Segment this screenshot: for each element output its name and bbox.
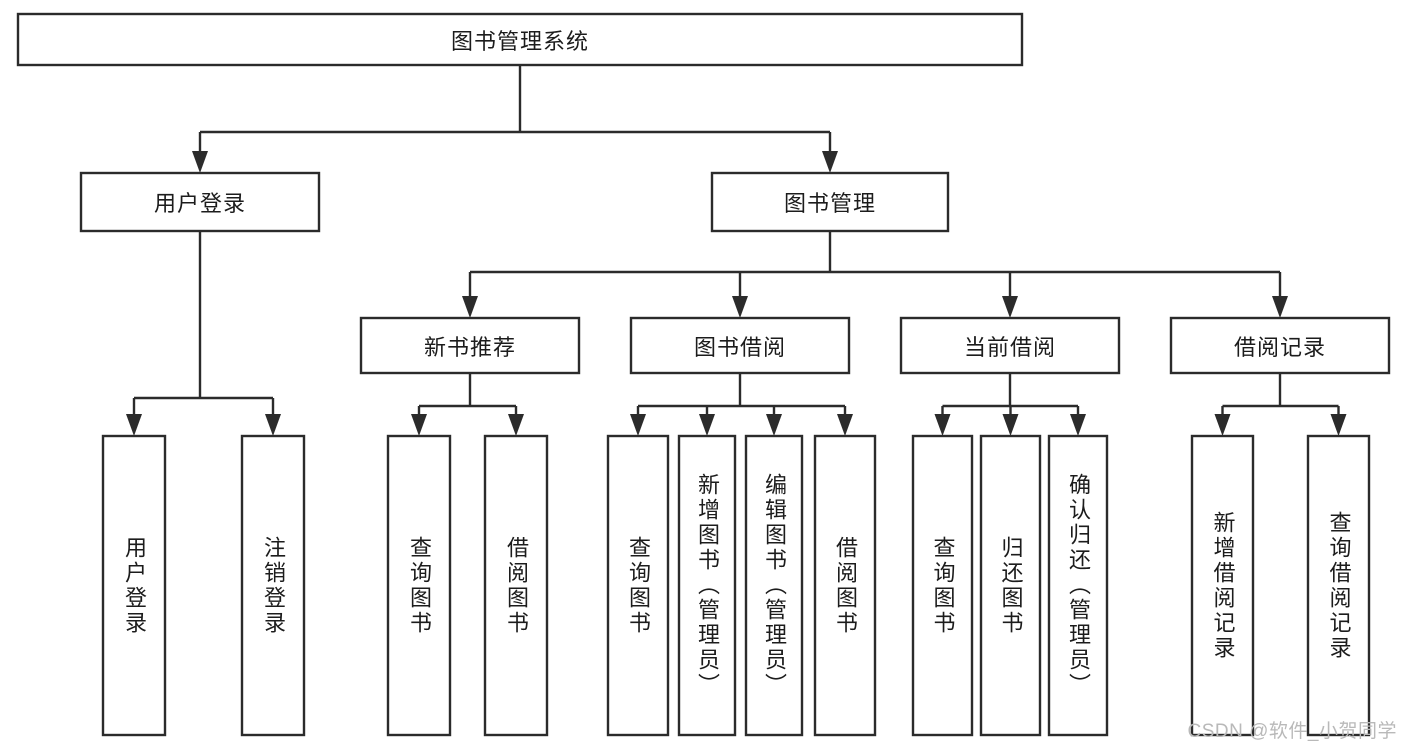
arrow-head-icon <box>1214 414 1231 436</box>
arrow-head-icon <box>126 414 142 436</box>
node-box-leaf-confirm-return-admin[interactable] <box>1047 434 1109 737</box>
arrow-head-icon <box>822 151 838 173</box>
node-box-leaf-return-book[interactable] <box>979 434 1042 737</box>
node-box-root[interactable] <box>16 12 1024 67</box>
watermark-text: CSDN @软件_小贺同学 <box>1187 721 1397 742</box>
node-box-book-management[interactable] <box>710 171 950 233</box>
arrow-head-icon <box>1330 414 1347 436</box>
arrow-head-icon <box>1070 414 1086 436</box>
arrow-head-icon <box>508 414 524 436</box>
arrow-head-icon <box>766 414 782 436</box>
arrow-head-icon <box>630 414 646 436</box>
node-box-new-book-recommend[interactable] <box>359 316 581 375</box>
node-box-leaf-query-books-rec[interactable] <box>386 434 452 737</box>
arrow-head-icon <box>192 151 208 173</box>
arrow-head-icon <box>1002 414 1019 436</box>
arrow-head-icon <box>265 414 281 436</box>
arrow-head-icon <box>699 414 715 436</box>
arrow-head-icon <box>837 414 853 436</box>
node-box-current-borrow[interactable] <box>899 316 1121 375</box>
arrow-head-icon <box>934 414 951 436</box>
node-box-leaf-query-borrow-record[interactable] <box>1306 434 1371 737</box>
node-box-leaf-borrow-books-rec[interactable] <box>483 434 549 737</box>
node-box-leaf-edit-book-admin[interactable] <box>744 434 804 737</box>
node-box-borrow-records[interactable] <box>1169 316 1391 375</box>
arrow-head-icon <box>462 296 478 318</box>
arrow-head-icon <box>1272 296 1288 318</box>
node-box-leaf-query-books-borrow[interactable] <box>606 434 670 737</box>
boxes-layer <box>16 12 1391 737</box>
node-box-leaf-query-books-current[interactable] <box>911 434 974 737</box>
node-box-leaf-borrow-book[interactable] <box>813 434 877 737</box>
node-box-book-borrow[interactable] <box>629 316 851 375</box>
node-box-user-login[interactable] <box>79 171 321 233</box>
arrow-head-icon <box>1002 296 1018 318</box>
node-box-leaf-add-borrow-record[interactable] <box>1190 434 1255 737</box>
arrow-head-icon <box>411 414 427 436</box>
connectors-layer <box>126 65 1347 436</box>
node-box-leaf-logout[interactable] <box>240 434 306 737</box>
node-box-leaf-user-login[interactable] <box>101 434 167 737</box>
node-box-leaf-add-book-admin[interactable] <box>677 434 737 737</box>
arrow-head-icon <box>732 296 748 318</box>
